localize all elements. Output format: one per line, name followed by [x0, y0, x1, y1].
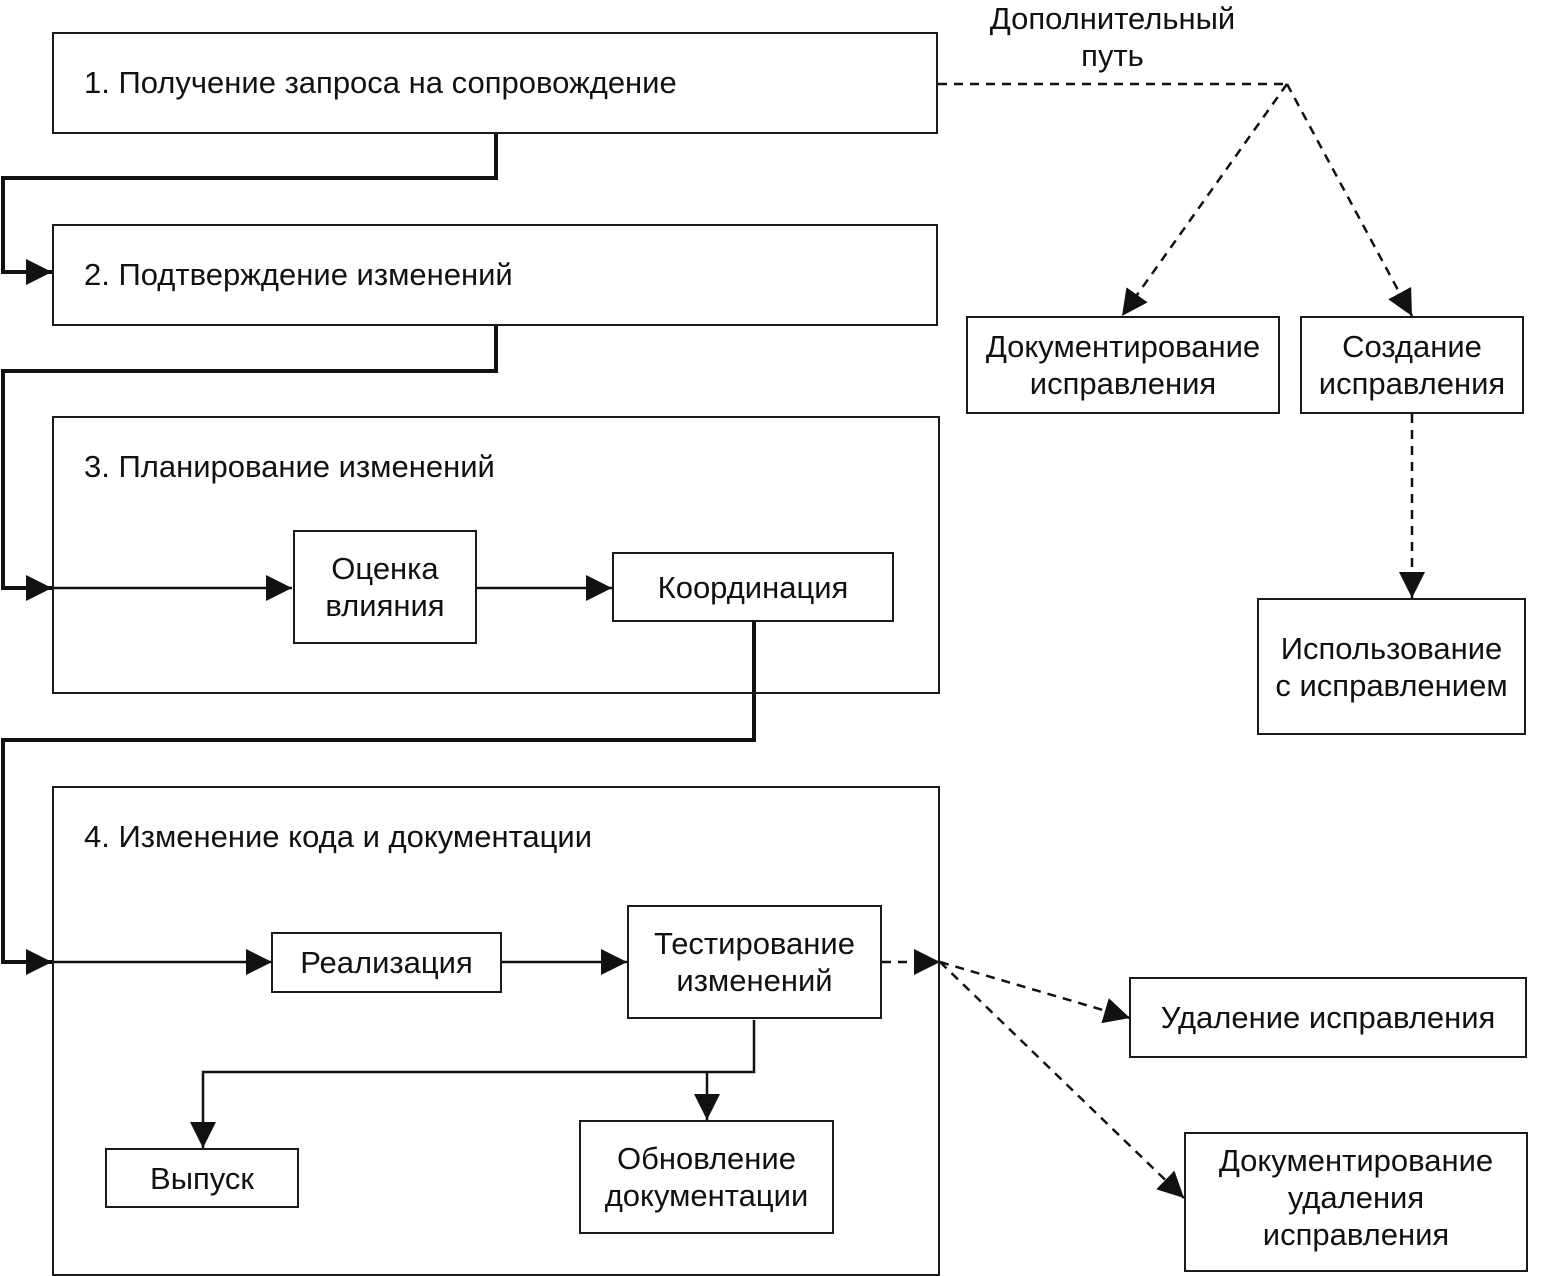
doc-update-label: Обновление документации — [604, 1141, 809, 1213]
stage-3-box: 3. Планирование изменений — [52, 416, 940, 694]
doc-fix-box: Документирование исправления — [966, 316, 1280, 414]
implementation-label: Реализация — [300, 945, 473, 980]
impact-assessment-box: Оценка влияния — [293, 530, 477, 644]
use-fix-box: Использование с исправлением — [1257, 598, 1526, 735]
implementation-box: Реализация — [271, 932, 502, 993]
remove-fix-box: Удаление исправления — [1129, 977, 1527, 1058]
dashed-to-remove-fix — [939, 960, 1131, 1024]
impact-assessment-label: Оценка влияния — [325, 551, 445, 623]
coordination-box: Координация — [612, 552, 894, 622]
doc-update-box: Обновление документации — [579, 1120, 834, 1234]
coordination-label: Координация — [657, 569, 849, 605]
doc-removal-box: Документирование удаления исправления — [1184, 1132, 1528, 1272]
create-fix-box: Создание исправления — [1300, 316, 1524, 414]
doc-removal-label: Документирование удаления исправления — [1218, 1143, 1494, 1252]
stage-2-title: 2. Подтверждение изменений — [84, 257, 513, 292]
create-fix-label: Создание исправления — [1318, 329, 1506, 401]
arrow-testing-release — [190, 1020, 756, 1148]
use-fix-label: Использование с исправлением — [1275, 630, 1508, 703]
dashed-to-create-fix — [1285, 83, 1414, 317]
dashed-to-doc-fix — [1120, 83, 1289, 317]
dashed-to-doc-removal — [939, 961, 1185, 1199]
connector-3-4 — [1, 620, 756, 975]
stage-4-title: 4. Изменение кода и документации — [84, 819, 593, 854]
stage-2-box: 2. Подтверждение изменений — [52, 224, 938, 326]
release-label: Выпуск — [150, 1160, 254, 1196]
remove-fix-label: Удаление исправления — [1160, 1000, 1496, 1035]
connector-1-2 — [1, 133, 498, 285]
stage-1-box: 1. Получение запроса на сопровождение — [52, 32, 938, 134]
extra-path-label: Дополнительный путь — [989, 1, 1236, 73]
testing-box: Тестирование изменений — [627, 905, 882, 1019]
release-box: Выпуск — [105, 1148, 299, 1208]
connector-2-3 — [1, 325, 498, 601]
doc-fix-label: Документирование исправления — [985, 329, 1261, 401]
stage-1-title: 1. Получение запроса на сопровождение — [84, 65, 677, 100]
stage-3-title: 3. Планирование изменений — [84, 449, 495, 484]
testing-label: Тестирование изменений — [654, 926, 855, 998]
